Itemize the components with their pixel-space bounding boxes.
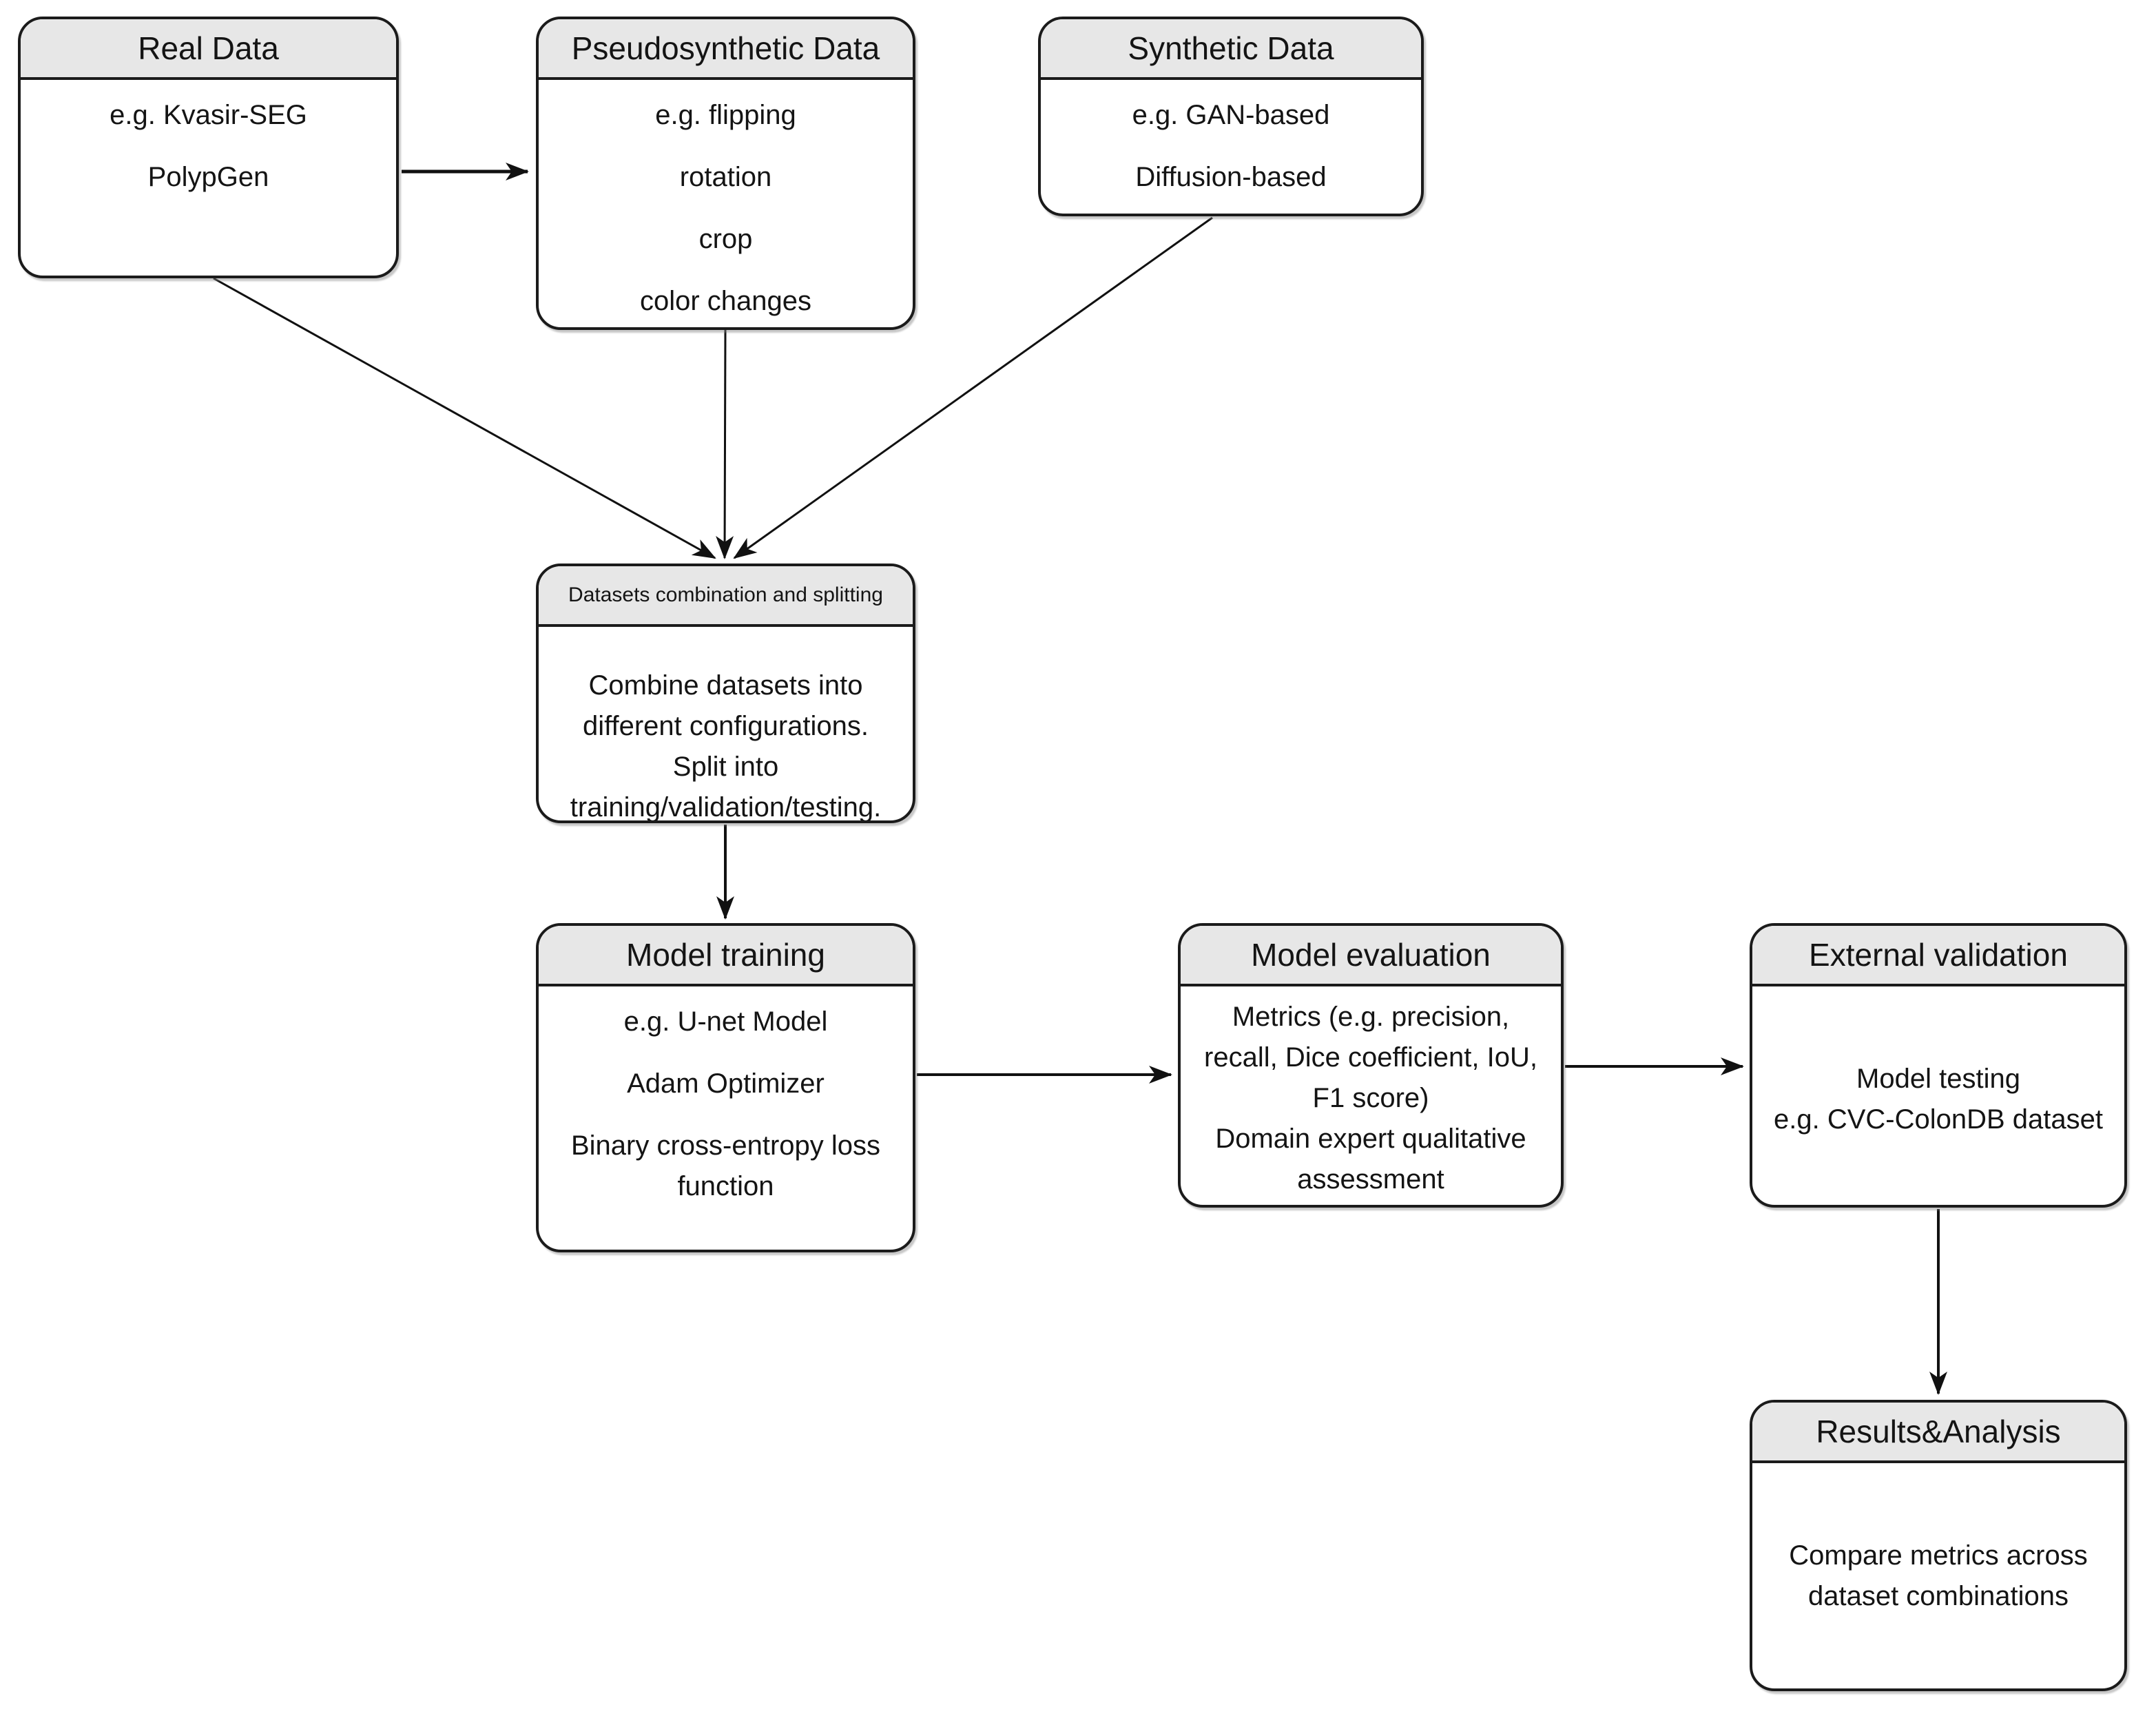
text-line: Diffusion-based bbox=[1135, 162, 1327, 192]
text-line: different configurations. bbox=[582, 711, 869, 741]
text-line: recall, Dice coefficient, IoU, bbox=[1204, 1042, 1537, 1073]
node-datasets-combination-header: Datasets combination and splitting bbox=[539, 566, 913, 627]
node-external-validation-header: External validation bbox=[1752, 926, 2124, 986]
text-line: Binary cross-entropy loss function bbox=[570, 1130, 881, 1201]
node-datasets-combination: Datasets combination and splitting Combi… bbox=[536, 564, 915, 823]
node-pseudosynthetic-data-header: Pseudosynthetic Data bbox=[539, 19, 913, 80]
text-line: rotation bbox=[679, 162, 772, 192]
node-external-validation-title: External validation bbox=[1809, 937, 2068, 973]
node-results-analysis: Results&Analysis Compare metrics across … bbox=[1750, 1400, 2127, 1691]
text-line: e.g. U-net Model bbox=[623, 1006, 828, 1037]
node-model-training-title: Model training bbox=[626, 937, 825, 973]
text-line: F1 score) bbox=[1312, 1083, 1429, 1113]
node-real-data-body: e.g. Kvasir-SEG PolypGen bbox=[21, 80, 396, 198]
text-line: e.g. Kvasir-SEG bbox=[110, 100, 307, 130]
node-results-analysis-body: Compare metrics across dataset combinati… bbox=[1752, 1463, 2124, 1617]
node-datasets-combination-body: Combine datasets into different configur… bbox=[539, 627, 913, 823]
text-line: training/validation/testing. bbox=[570, 792, 882, 823]
text-line: dataset combinations bbox=[1807, 1581, 2069, 1611]
node-model-training-body: e.g. U-net Model Adam Optimizer Binary c… bbox=[539, 986, 913, 1207]
node-synthetic-data-title: Synthetic Data bbox=[1128, 30, 1334, 66]
node-datasets-combination-title: Datasets combination and splitting bbox=[568, 583, 883, 606]
node-synthetic-data: Synthetic Data e.g. GAN-based Diffusion-… bbox=[1038, 17, 1424, 216]
text-line: e.g. GAN-based bbox=[1132, 100, 1330, 130]
edge-real-to-datasets-arrow bbox=[213, 277, 716, 559]
node-pseudosynthetic-data-body: e.g. flipping rotation crop color change… bbox=[539, 80, 913, 322]
text-line: Metrics (e.g. precision, bbox=[1232, 1002, 1510, 1032]
node-real-data-header: Real Data bbox=[21, 19, 396, 80]
node-external-validation: External validation Model testing e.g. C… bbox=[1750, 923, 2127, 1208]
text-line: Split into bbox=[672, 752, 779, 782]
node-synthetic-data-body: e.g. GAN-based Diffusion-based bbox=[1041, 80, 1421, 198]
text-line: e.g. CVC-ColonDB dataset bbox=[1773, 1104, 2103, 1135]
node-synthetic-data-header: Synthetic Data bbox=[1041, 19, 1421, 80]
node-results-analysis-title: Results&Analysis bbox=[1816, 1414, 2061, 1449]
text-line: assessment bbox=[1297, 1164, 1444, 1195]
node-real-data: Real Data e.g. Kvasir-SEG PolypGen bbox=[18, 17, 399, 278]
text-line: crop bbox=[698, 224, 753, 254]
node-model-training-header: Model training bbox=[539, 926, 913, 986]
node-pseudosynthetic-data: Pseudosynthetic Data e.g. flipping rotat… bbox=[536, 17, 915, 330]
node-model-evaluation: Model evaluation Metrics (e.g. precision… bbox=[1178, 923, 1564, 1208]
node-results-analysis-header: Results&Analysis bbox=[1752, 1403, 2124, 1463]
node-model-evaluation-title: Model evaluation bbox=[1251, 937, 1491, 973]
text-line: color changes bbox=[639, 286, 812, 316]
node-pseudosynthetic-data-title: Pseudosynthetic Data bbox=[571, 30, 880, 66]
text-line: Compare metrics across bbox=[1789, 1540, 2088, 1571]
edge-synthetic-to-datasets-arrow bbox=[733, 216, 1213, 559]
text-line: e.g. flipping bbox=[655, 100, 796, 130]
text-line: PolypGen bbox=[147, 162, 269, 192]
text-line: Model testing bbox=[1856, 1064, 2020, 1094]
node-model-evaluation-body: Metrics (e.g. precision, recall, Dice co… bbox=[1181, 986, 1561, 1200]
text-line: Adam Optimizer bbox=[627, 1068, 825, 1099]
node-model-training: Model training e.g. U-net Model Adam Opt… bbox=[536, 923, 915, 1252]
node-external-validation-body: Model testing e.g. CVC-ColonDB dataset bbox=[1752, 986, 2124, 1140]
node-model-evaluation-header: Model evaluation bbox=[1181, 926, 1561, 986]
node-real-data-title: Real Data bbox=[138, 30, 279, 66]
text-line: Domain expert qualitative bbox=[1215, 1124, 1526, 1154]
text-line: Combine datasets into bbox=[588, 670, 863, 701]
